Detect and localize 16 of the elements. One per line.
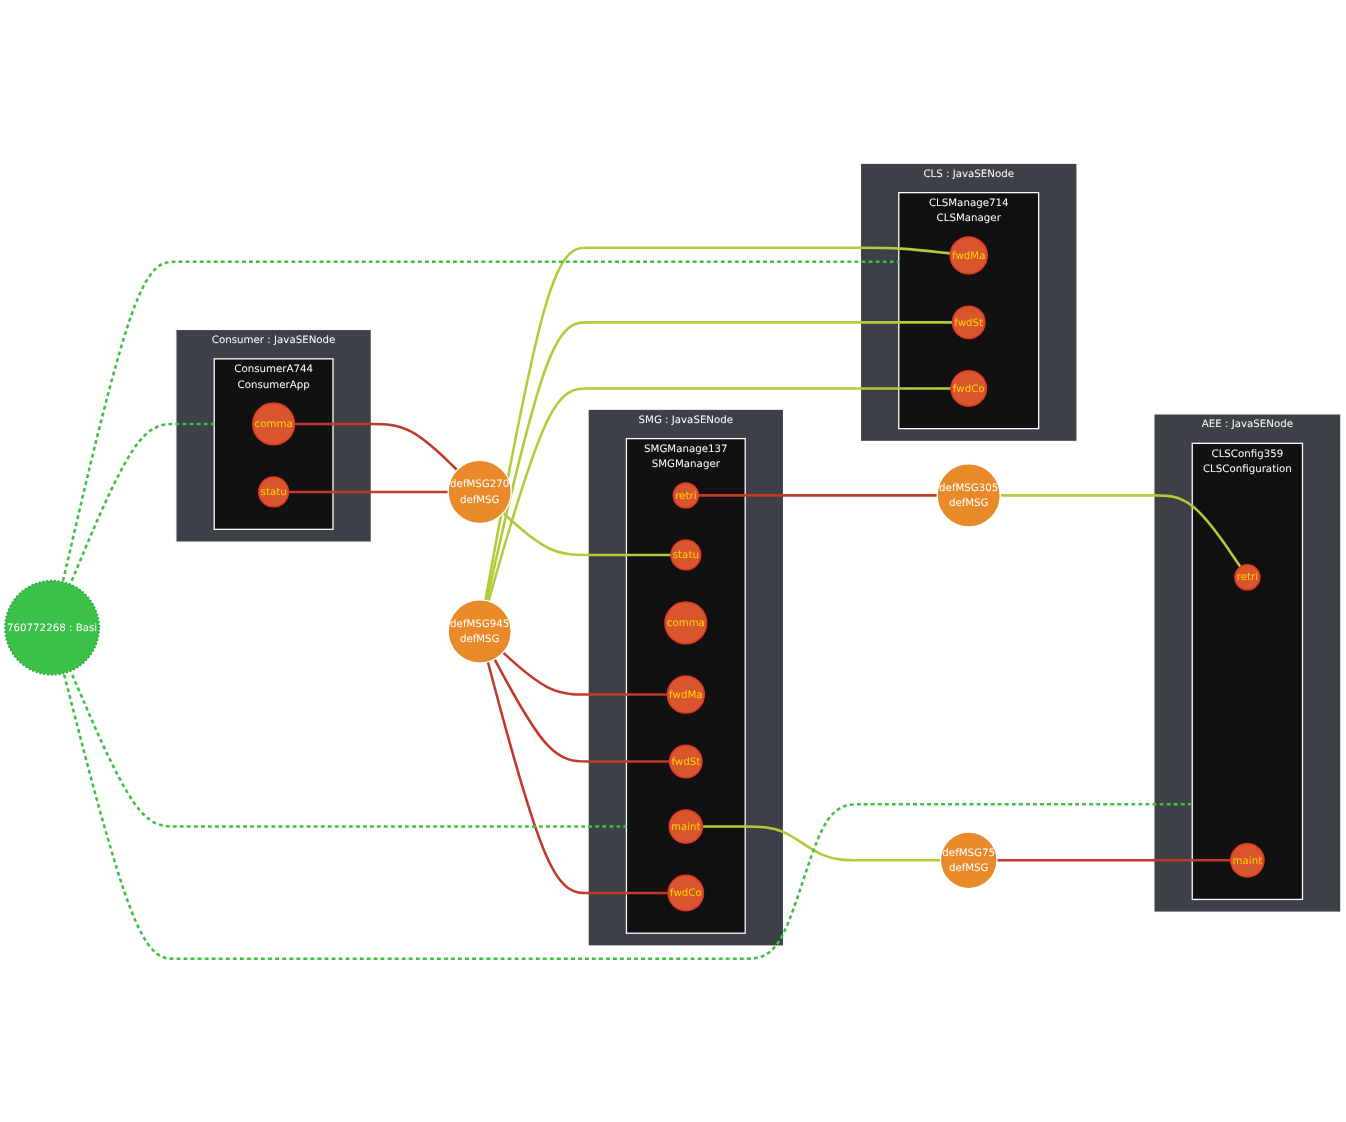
connector — [702, 825, 941, 862]
connector — [698, 494, 938, 497]
connector — [485, 321, 953, 602]
connector — [997, 859, 1231, 862]
connector — [502, 512, 671, 557]
connector — [294, 422, 458, 471]
connector — [61, 260, 899, 582]
connector — [493, 658, 670, 763]
connector — [487, 387, 951, 602]
connector — [486, 661, 669, 895]
connector — [288, 490, 449, 494]
connector — [70, 422, 215, 582]
connector — [1000, 494, 1242, 568]
connector — [502, 651, 668, 696]
connector — [484, 246, 951, 601]
connector — [71, 674, 627, 828]
